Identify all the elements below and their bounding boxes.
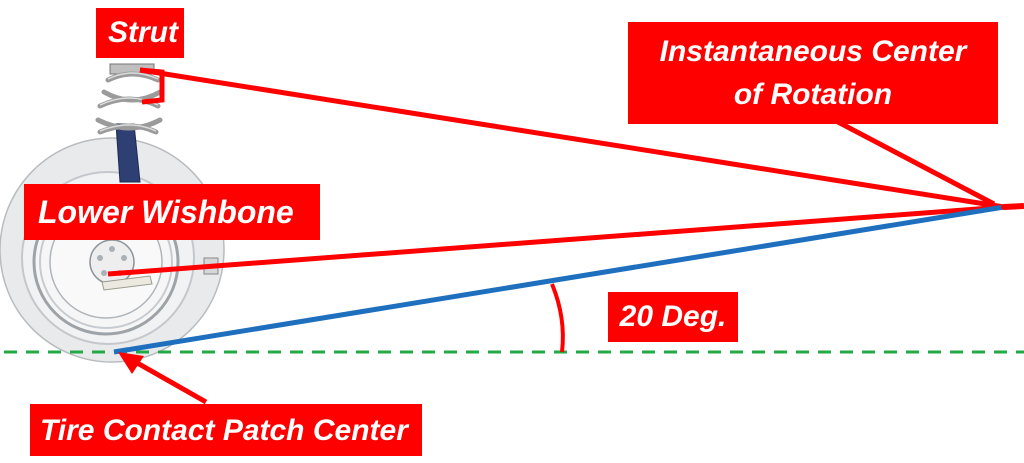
strut-perpendicular-marker [139, 67, 165, 105]
icr-extension-line [1003, 203, 1024, 210]
strut-label: Strut [96, 8, 184, 58]
instantaneous-center-label: Instantaneous Center of Rotation [628, 22, 998, 124]
strut-assembly [95, 63, 163, 183]
strut-body [115, 123, 141, 183]
lug-nut [121, 255, 127, 261]
instantaneous-center-point [1001, 204, 1007, 210]
lug-nut [101, 270, 107, 276]
tire-contact-patch-label: Tire Contact Patch Center [30, 404, 422, 456]
instantaneous-center-label-line-2: of Rotation [733, 78, 893, 111]
lower-wishbone-line [107, 204, 1005, 277]
angle-arc [550, 283, 565, 353]
icr-leader-line [836, 119, 996, 207]
angle-label: 20 Deg. [608, 292, 738, 342]
lower-arm-link [101, 275, 153, 291]
lower-wishbone-label: Lower Wishbone [24, 184, 320, 240]
lug-nut [109, 246, 115, 252]
instantaneous-center-label-line-1: Instantaneous Center [659, 35, 967, 68]
contact-patch-to-icr-line [113, 204, 1005, 355]
contact-patch-leader-line [130, 357, 208, 405]
coil-spring [95, 71, 163, 135]
strut-axis-line [139, 67, 1005, 210]
contact-patch-arrowhead [118, 352, 144, 374]
lug-nut [97, 255, 103, 261]
wheel-assembly [0, 137, 225, 363]
